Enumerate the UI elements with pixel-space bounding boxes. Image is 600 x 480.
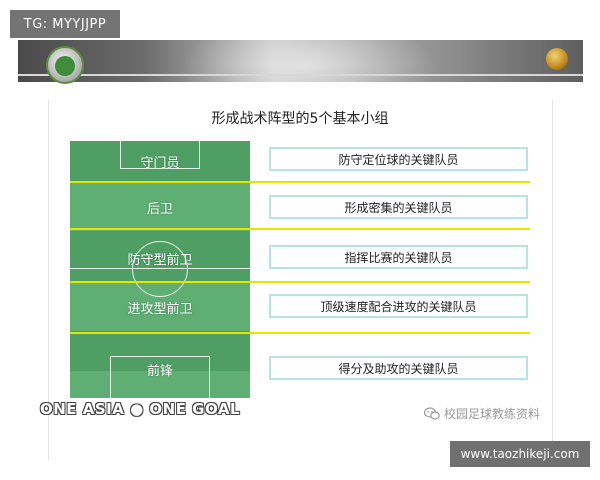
group-divider <box>70 228 530 230</box>
slide-frame <box>48 100 553 460</box>
role-box-goalkeeper: 防守定位球的关键队员 <box>269 147 528 171</box>
site-badge[interactable]: www.taozhikeji.com <box>450 441 590 467</box>
slogan-logo: ONE ASIA ● ONE GOAL <box>40 400 241 418</box>
role-box-defensive-midfielder: 指挥比赛的关键队员 <box>269 245 528 269</box>
banner-stripe <box>18 74 583 76</box>
pitch-diagram <box>70 141 250 398</box>
afc-logo-icon <box>46 46 84 84</box>
role-box-attacking-midfielder: 顶级速度配合进攻的关键队员 <box>269 294 528 318</box>
pitch-goal-box-top <box>120 141 200 169</box>
position-label-attacking-midfielder: 进攻型前卫 <box>127 302 193 317</box>
pitch-center-circle <box>132 241 188 297</box>
position-label-defensive-midfielder: 防守型前卫 <box>127 253 193 268</box>
pitch-goal-box-bottom <box>110 356 210 398</box>
role-box-forward: 得分及助攻的关键队员 <box>269 356 528 380</box>
slide-title: 形成战术阵型的5个基本小组 <box>211 111 389 127</box>
watermark-text: 校园足球教练资料 <box>444 407 541 421</box>
tg-badge: TG: MYYJJPP <box>10 10 120 38</box>
position-label-goalkeeper: 守门员 <box>140 156 180 171</box>
wechat-icon <box>424 406 440 420</box>
group-divider <box>70 281 530 283</box>
group-divider <box>70 181 530 183</box>
position-label-forward: 前锋 <box>146 364 173 379</box>
position-label-defender: 后卫 <box>146 202 173 217</box>
wechat-watermark: 校园足球教练资料 <box>424 405 540 422</box>
role-box-defender: 形成密集的关键队员 <box>269 195 528 219</box>
football-icon <box>546 48 568 70</box>
top-banner <box>18 40 583 82</box>
group-divider <box>70 332 530 334</box>
